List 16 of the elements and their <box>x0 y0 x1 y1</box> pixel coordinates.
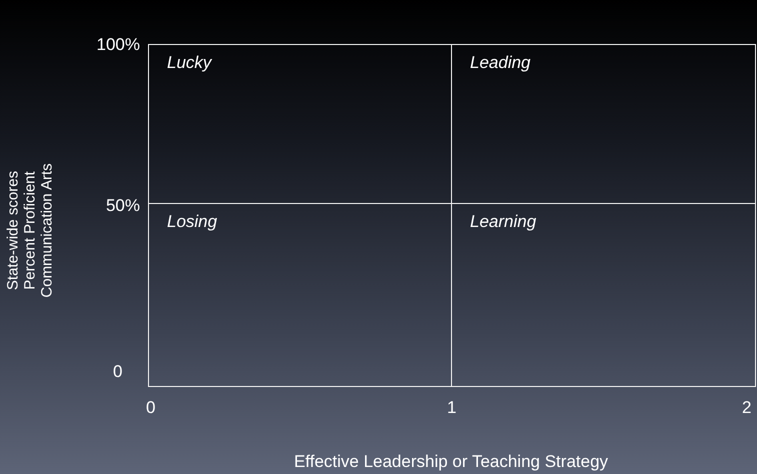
quadrant-label: Lucky <box>167 53 212 73</box>
quadrant-label: Losing <box>167 212 218 232</box>
quadrant-box <box>451 44 756 204</box>
axis-title: State-wide scores Percent Proficient Communication Arts <box>4 162 56 300</box>
tick-label: 0 <box>146 398 156 418</box>
quadrant-box <box>451 203 756 387</box>
tick-label: 50% <box>106 196 140 216</box>
quadrant-box <box>148 44 452 204</box>
quadrant-box <box>148 203 452 387</box>
tick-label: 100% <box>96 35 140 55</box>
tick-label: 0 <box>113 362 122 382</box>
quadrant-label: Leading <box>470 53 531 73</box>
quadrant-label: Learning <box>470 212 536 232</box>
axis-title: Effective Leadership or Teaching Strategy <box>294 452 608 472</box>
tick-label: 1 <box>447 398 456 418</box>
tick-label: 2 <box>742 398 752 418</box>
